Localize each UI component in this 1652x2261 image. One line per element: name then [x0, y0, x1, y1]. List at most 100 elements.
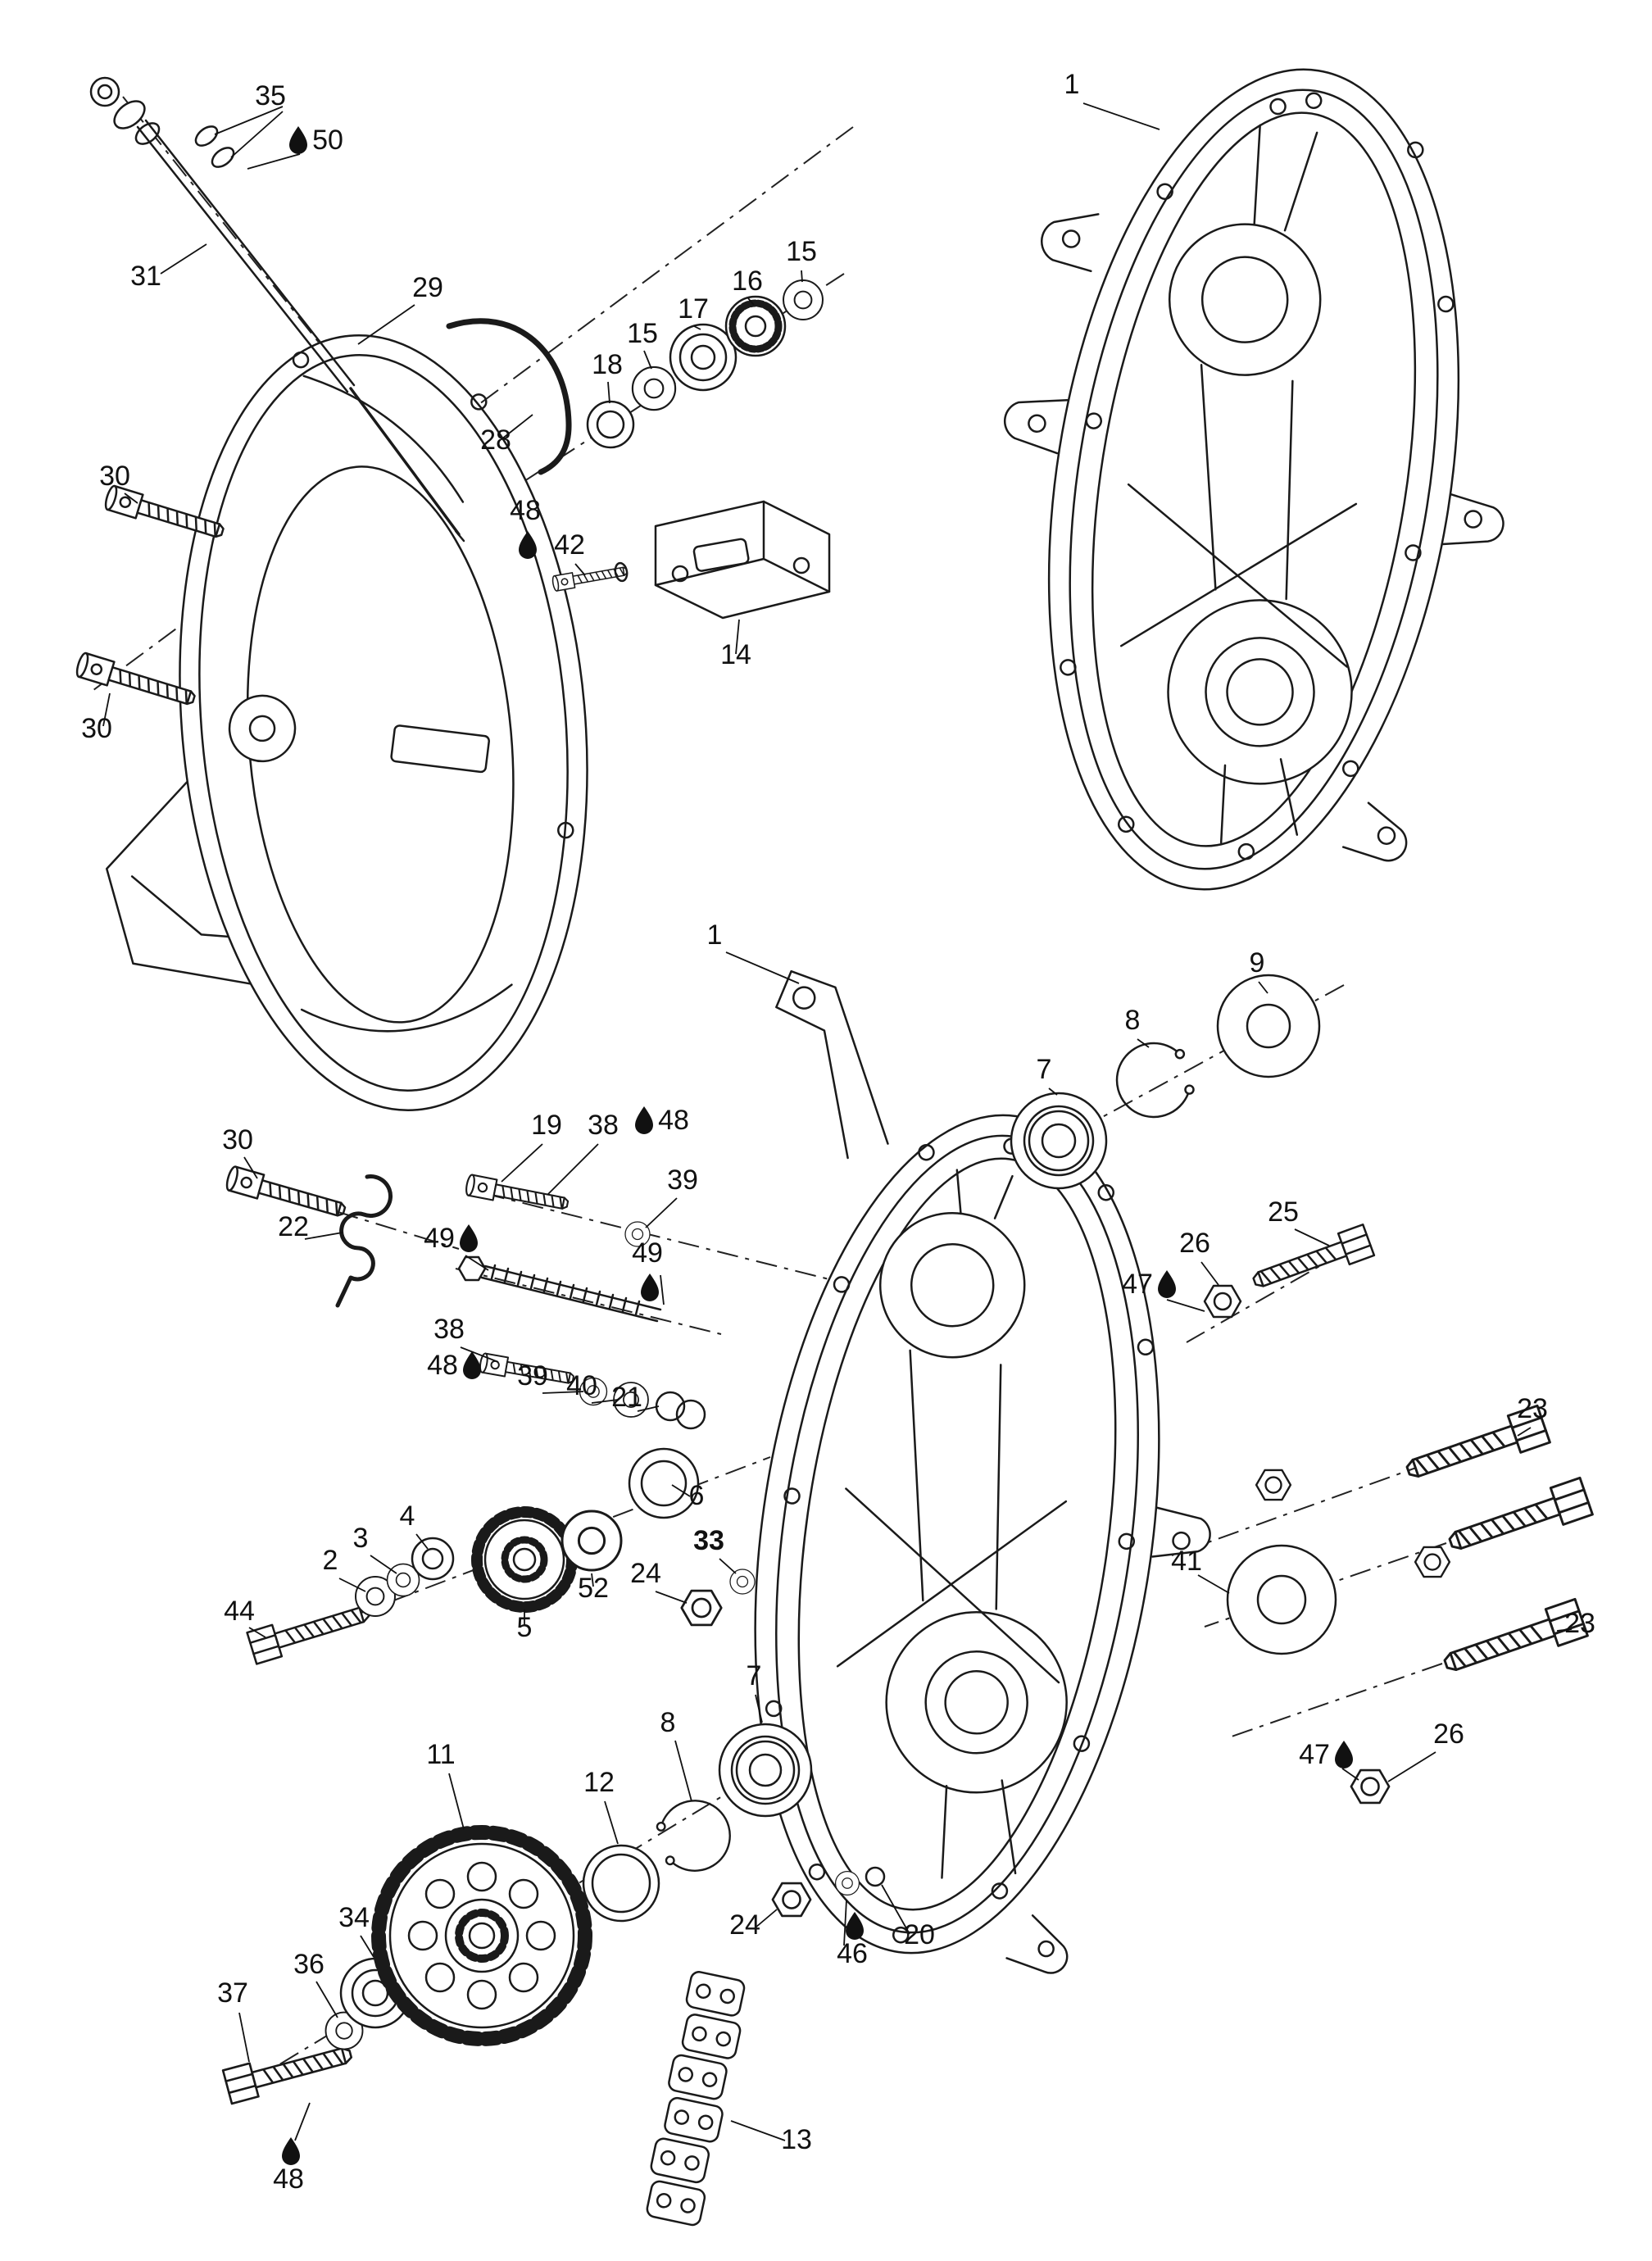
part-callout-26: 26 — [1433, 1718, 1464, 1750]
part-callout-48: 48 — [510, 495, 541, 526]
part-callout-3: 3 — [353, 1523, 369, 1554]
part-callout-33: 33 — [693, 1525, 724, 1556]
part-callout-48: 48 — [658, 1105, 689, 1136]
bearing-17 — [669, 323, 738, 392]
sprocket-lightening-holes — [407, 1861, 556, 2010]
part-callout-8: 8 — [660, 1707, 676, 1738]
part-callout-11: 11 — [426, 1739, 455, 1770]
spacer-12 — [582, 1844, 660, 1923]
part-callout-49: 49 — [424, 1223, 455, 1254]
part-callout-49: 49 — [632, 1237, 663, 1269]
lubricant-drop-icon — [289, 126, 307, 154]
part-callout-38: 38 — [588, 1110, 619, 1141]
dipstick — [89, 76, 465, 543]
washer-42 — [614, 561, 629, 583]
spacer-4 — [411, 1537, 455, 1581]
part-callout-22: 22 — [278, 1211, 309, 1242]
part-callout-9: 9 — [1250, 947, 1265, 978]
part-callout-38: 38 — [433, 1314, 465, 1345]
part-callout-2: 2 — [323, 1545, 338, 1576]
washer-41 — [1226, 1544, 1337, 1655]
part-callout-13: 13 — [781, 2124, 812, 2155]
nut-24b — [771, 1882, 812, 1918]
part-callout-41: 41 — [1171, 1546, 1202, 1577]
washer-15b — [631, 365, 677, 411]
small-gear-5 — [471, 1506, 578, 1613]
part-callout-52: 52 — [578, 1573, 609, 1604]
part-callout-34: 34 — [338, 1902, 370, 1933]
washer-52 — [560, 1510, 623, 1572]
spacer-18 — [586, 400, 635, 449]
part-callout-39: 39 — [517, 1360, 548, 1392]
needle-bearing-16 — [724, 295, 787, 357]
leader-lines — [102, 102, 1573, 2141]
o-rings-35 — [194, 125, 235, 168]
lubricant-drop-icon — [282, 2137, 300, 2165]
part-callout-26: 26 — [1179, 1228, 1210, 1259]
spring-wire-28 — [446, 318, 572, 475]
part-callout-24: 24 — [630, 1558, 661, 1589]
lubricant-drop-icon — [641, 1274, 659, 1301]
part-callout-47: 47 — [1122, 1269, 1153, 1300]
o-ring-20 — [865, 1866, 886, 1887]
washer-46 — [834, 1871, 860, 1896]
part-callout-39: 39 — [667, 1165, 698, 1196]
lubricant-drop-icon — [635, 1106, 653, 1134]
flange-bolt-holes — [1060, 92, 1455, 860]
nut-26b — [1350, 1768, 1391, 1805]
part-callout-14: 14 — [720, 639, 751, 670]
part-callout-28: 28 — [480, 425, 511, 456]
tensioner-bracket-14 — [654, 500, 831, 620]
part-callout-44: 44 — [224, 1596, 255, 1627]
chaincase-outer-half — [1003, 68, 1504, 891]
bolt-25 — [1247, 1224, 1376, 1298]
part-callout-15: 15 — [786, 236, 817, 267]
part-callout-17: 17 — [678, 293, 709, 325]
part-callout-1: 1 — [707, 919, 723, 951]
lubricant-drop-icon — [463, 1351, 481, 1379]
part-callout-30: 30 — [222, 1124, 253, 1155]
part-callout-31: 31 — [130, 261, 161, 292]
bolt-44 — [246, 1596, 374, 1665]
part-callout-19: 19 — [531, 1110, 562, 1141]
part-callout-35: 35 — [255, 80, 286, 111]
circlip-8a — [1107, 1033, 1200, 1127]
part-callout-47: 47 — [1299, 1739, 1330, 1770]
tensioner-screw-upper — [464, 1173, 570, 1215]
part-callout-36: 36 — [293, 1949, 324, 1980]
part-callout-23: 23 — [1517, 1393, 1548, 1424]
part-callout-24: 24 — [729, 1909, 760, 1941]
bolt-23b — [1443, 1476, 1594, 1563]
part-callout-5: 5 — [517, 1612, 533, 1643]
lubricant-drop-icon — [1335, 1741, 1353, 1768]
nut-26a — [1203, 1284, 1242, 1319]
part-callout-25: 25 — [1268, 1196, 1299, 1228]
washer-15a — [782, 279, 824, 321]
drive-chain-13 — [646, 1971, 746, 2227]
part-callout-48: 48 — [273, 2163, 304, 2195]
adjuster-stud-49 — [457, 1255, 662, 1323]
part-callout-48: 48 — [427, 1350, 458, 1381]
bearing-7a — [1010, 1092, 1108, 1190]
part-callout-7: 7 — [747, 1660, 762, 1691]
o-ring-21b — [675, 1399, 706, 1430]
hairpin-clip-22 — [335, 1174, 393, 1308]
spacer-6 — [628, 1447, 700, 1519]
part-callout-15: 15 — [627, 318, 658, 349]
chaincase-inner-half — [754, 969, 1211, 1974]
part-callout-8: 8 — [1125, 1005, 1141, 1036]
circlip-8b — [651, 1791, 739, 1880]
part-callout-23: 23 — [1564, 1608, 1595, 1639]
bearing-7b — [718, 1723, 813, 1818]
part-callout-12: 12 — [583, 1767, 615, 1798]
lubricant-drop-icon — [1158, 1270, 1176, 1298]
part-callout-37: 37 — [217, 1977, 248, 2009]
nut-24a — [680, 1589, 723, 1627]
chaincase-cover — [105, 334, 588, 1111]
part-callout-40: 40 — [566, 1370, 597, 1401]
part-callout-50: 50 — [312, 125, 343, 156]
washer-9 — [1216, 974, 1321, 1078]
